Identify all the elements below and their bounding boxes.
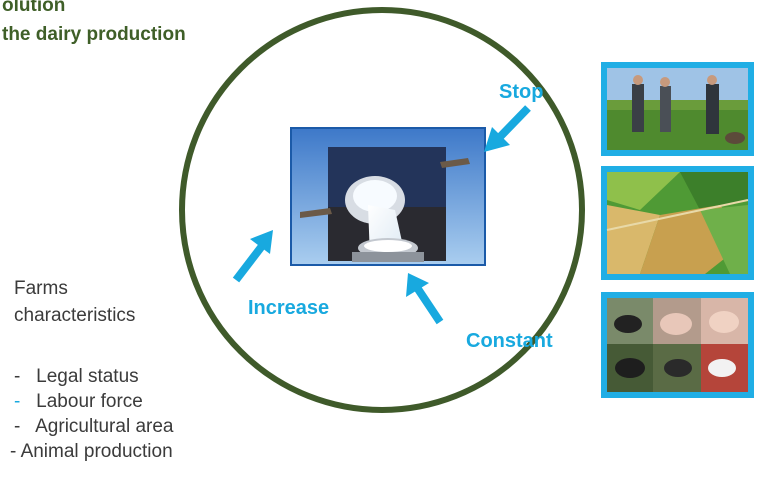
title-line-1: olution [2,0,66,16]
stop-arrow [484,105,531,152]
list-bullet: - [10,441,17,462]
livestock-collage-photo [601,292,754,398]
list-bullet: - [14,391,21,412]
milk-pouring-photo [290,127,486,266]
increase-arrow [232,230,273,283]
list-bullet: - [14,366,21,387]
farms-characteristics-heading: Farms characteristics [14,275,135,329]
list-item-label: Animal production [20,441,173,462]
heading-line-1: Farms [14,278,68,299]
constant-arrow [406,273,444,325]
characteristics-list: - Legal status - Labour force - Agricult… [8,364,173,464]
list-item: - Agricultural area [8,414,173,439]
list-item-label: Labour force [36,391,143,412]
stop-label: Stop [499,81,544,103]
list-item: - Animal production [8,439,173,464]
constant-label: Constant [466,330,553,352]
title-line-2: the dairy production [2,24,186,45]
heading-line-2: characteristics [14,305,136,326]
list-item: - Labour force [8,389,173,414]
production-circle [179,7,585,413]
list-item-label: Agricultural area [35,416,174,437]
list-item-label: Legal status [36,366,139,387]
aerial-farmland-photo [601,166,754,280]
list-item: - Legal status [8,364,173,389]
farmers-in-field-photo [601,62,754,156]
increase-label: Increase [248,297,330,319]
list-bullet: - [14,416,21,437]
